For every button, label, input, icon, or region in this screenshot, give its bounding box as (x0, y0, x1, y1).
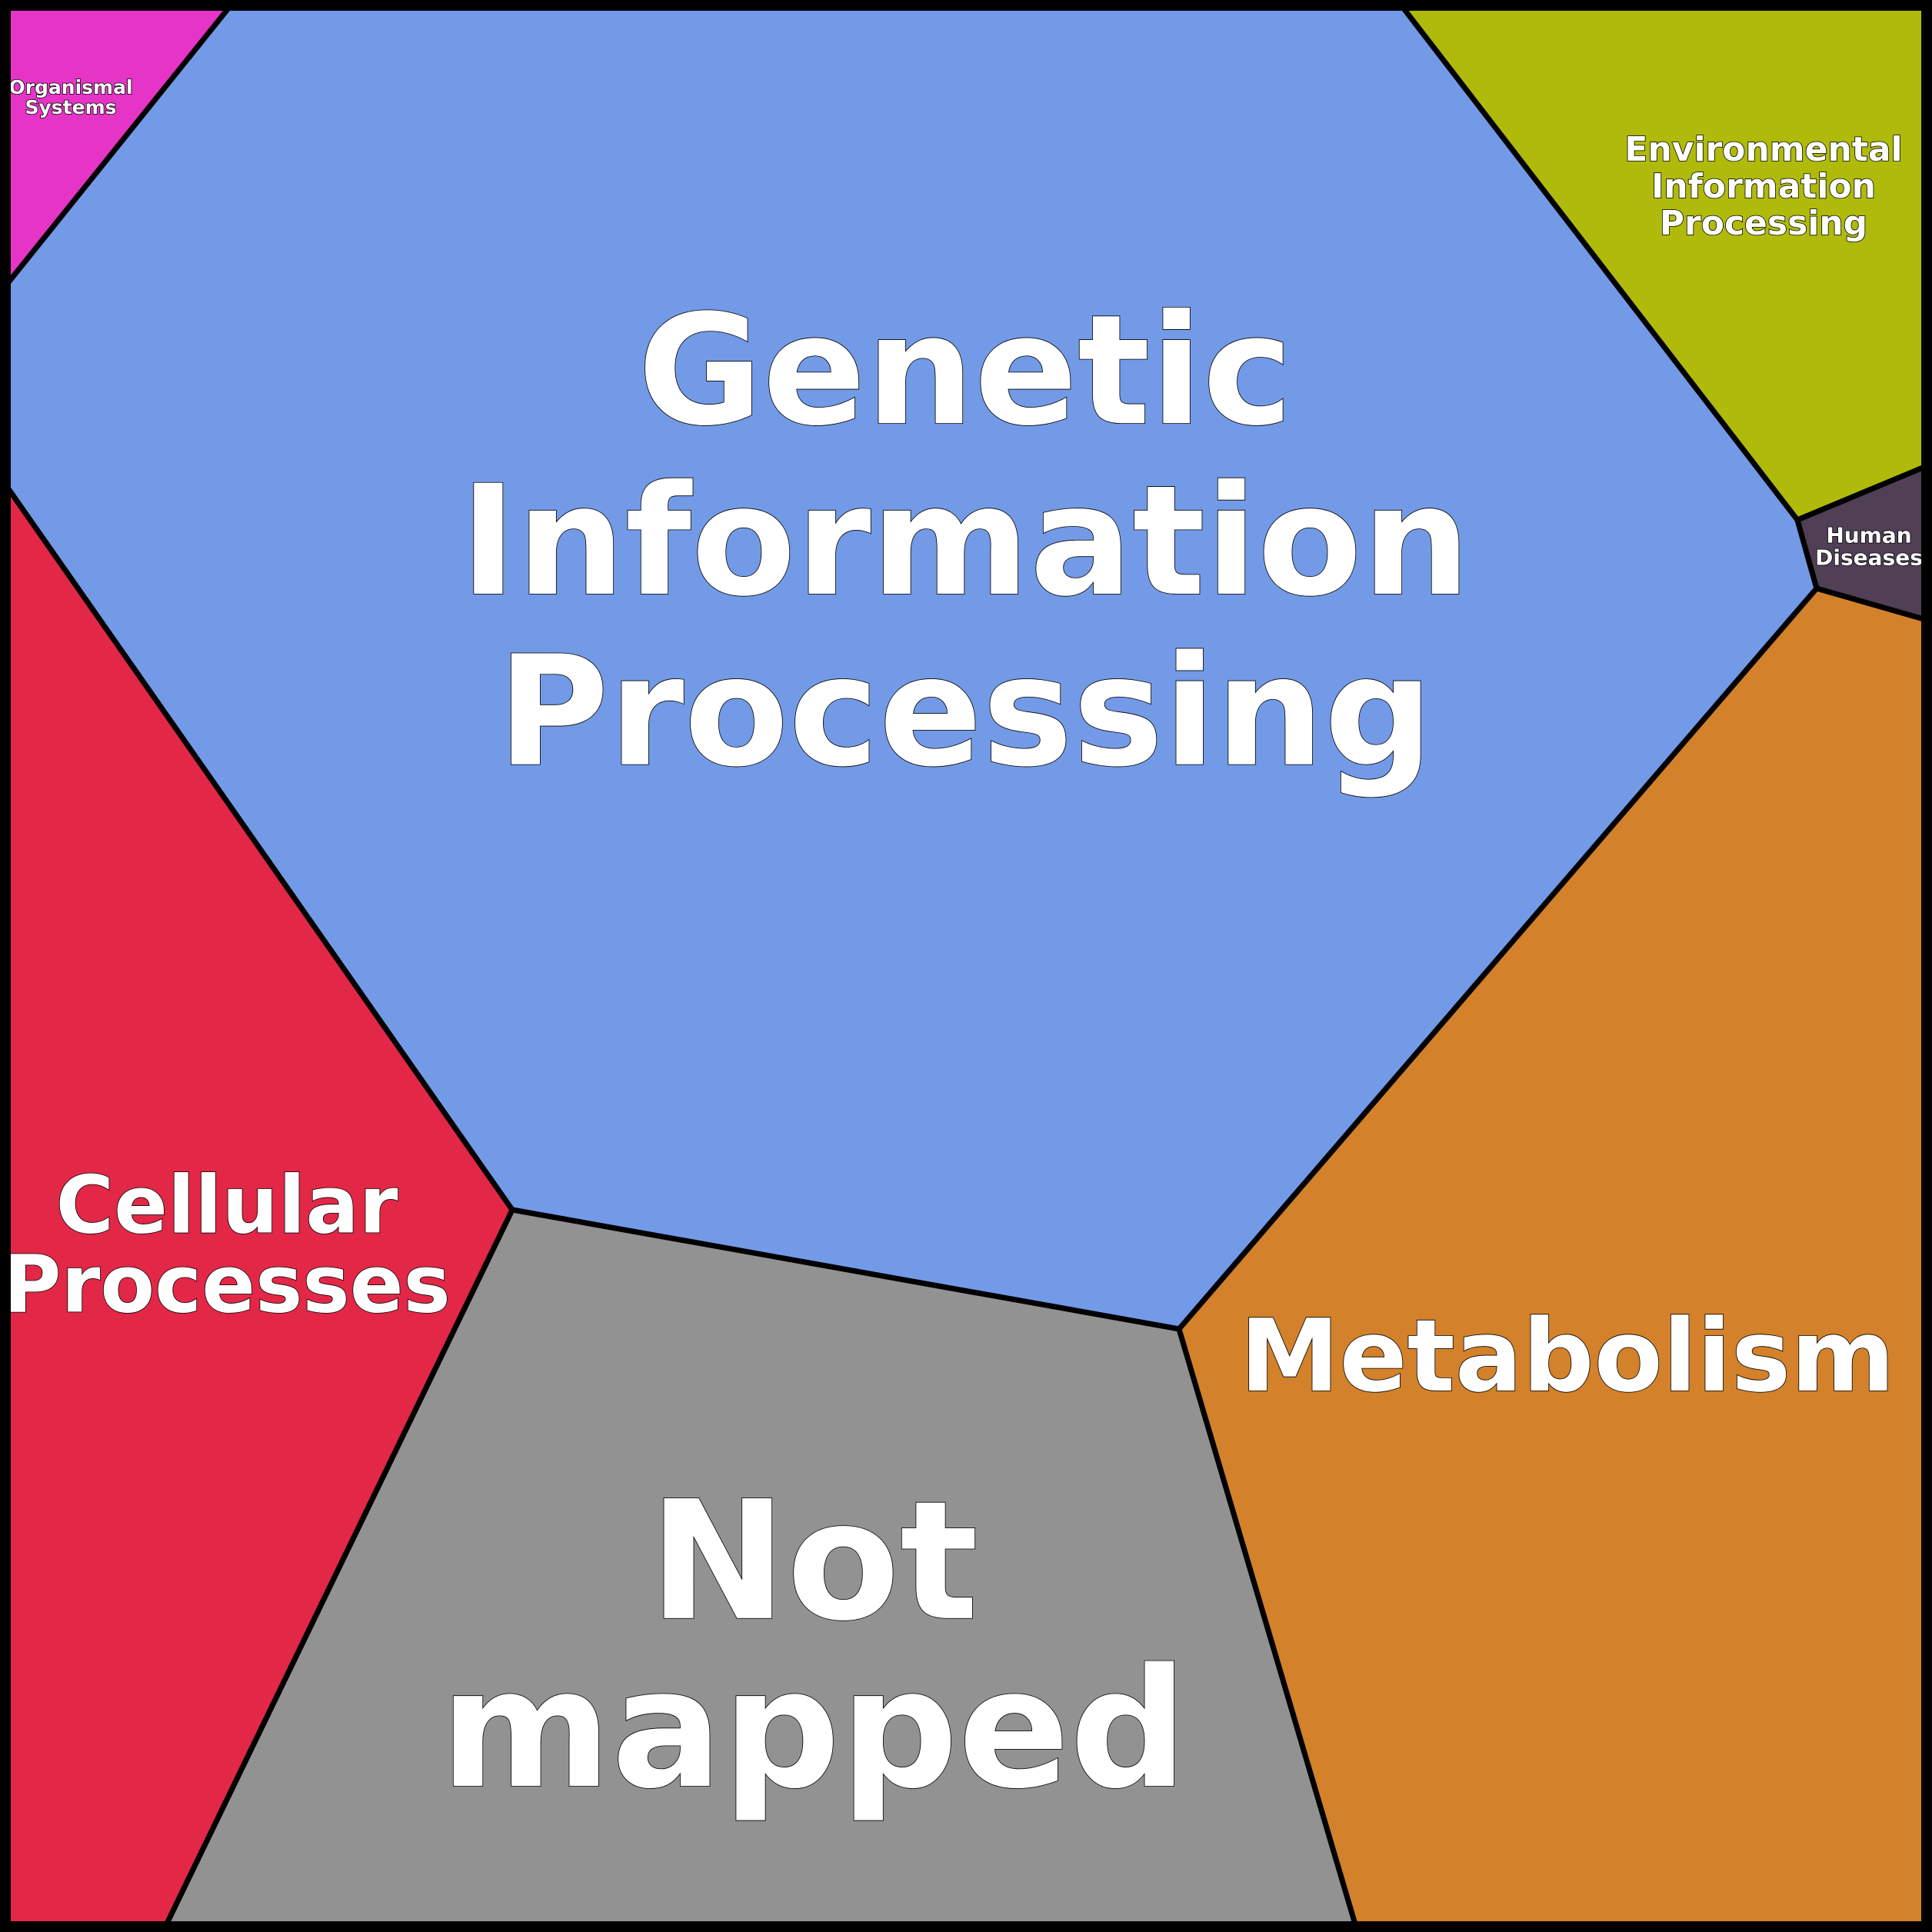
label-line: Information (1651, 167, 1876, 206)
label-line: Processing (498, 623, 1434, 801)
label-metabolism: Metabolism (1240, 1297, 1895, 1414)
label-line: Not (649, 1465, 978, 1657)
label-line: Organismal (8, 76, 132, 98)
label-line: Processes (3, 1239, 451, 1331)
label-line: Genetic (638, 281, 1293, 459)
label-line: Information (460, 452, 1471, 630)
label-line: Environmental (1624, 130, 1902, 169)
label-line: Human (1826, 522, 1911, 548)
label-line: Systems (25, 96, 116, 118)
label-line: mapped (440, 1634, 1188, 1825)
label-line: Diseases (1815, 545, 1923, 571)
label-line: Cellular (56, 1160, 398, 1252)
label-line: Metabolism (1240, 1297, 1895, 1414)
label-line: Processing (1660, 204, 1867, 243)
